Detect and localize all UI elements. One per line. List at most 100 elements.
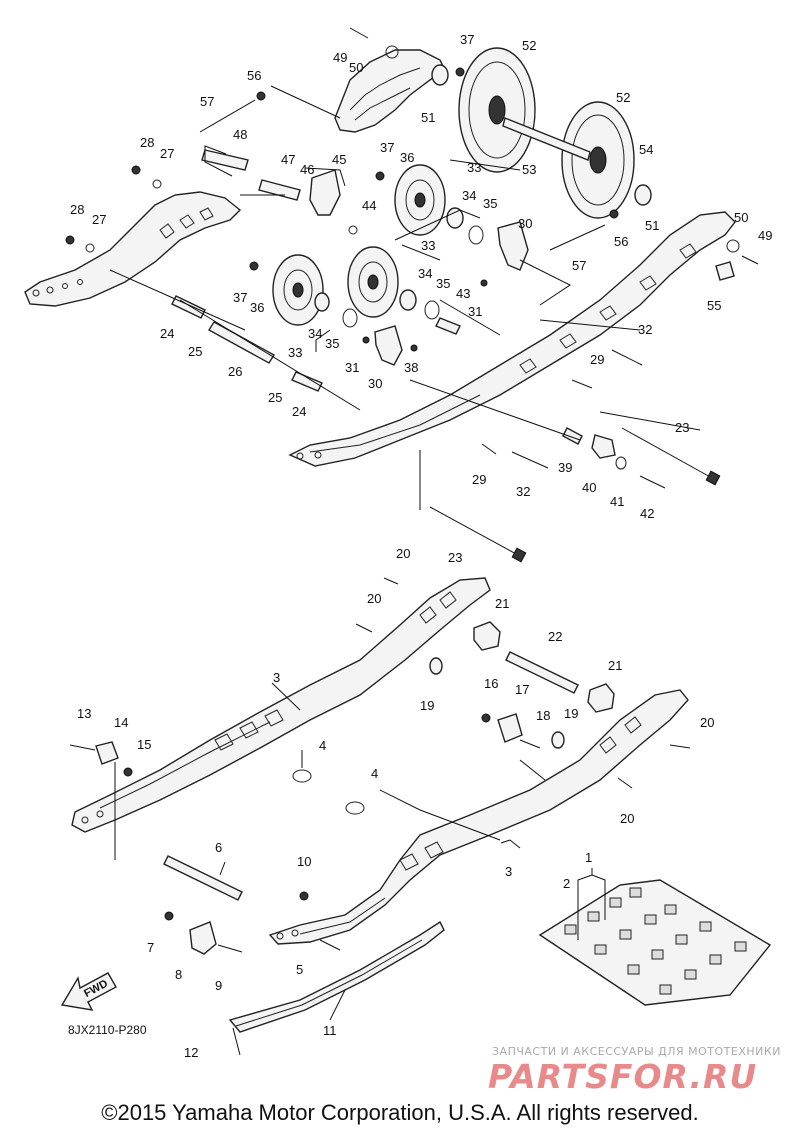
lower-blocks xyxy=(95,621,615,955)
watermark-tagline: ЗАПЧАСТИ И АКСЕССУАРЫ ДЛЯ МОТОТЕХНИКИ xyxy=(492,1045,781,1058)
callout-49: 49 xyxy=(333,50,347,65)
callout-29: 29 xyxy=(590,352,604,367)
lower-nuts xyxy=(123,713,491,921)
callout-56: 56 xyxy=(247,68,261,83)
callout-30: 30 xyxy=(368,376,382,391)
wear-strip xyxy=(228,920,445,1033)
callout-53: 53 xyxy=(522,162,536,177)
lower-shafts-and-bolts xyxy=(69,577,691,1056)
callout-48: 48 xyxy=(233,127,247,142)
callout-43: 43 xyxy=(456,286,470,301)
callout-35: 35 xyxy=(325,336,339,351)
copyright-notice: ©2015 Yamaha Motor Corporation, U.S.A. A… xyxy=(101,1100,699,1125)
idler-axle xyxy=(502,117,591,161)
callout-33: 33 xyxy=(421,238,435,253)
callout-23: 23 xyxy=(675,420,689,435)
callout-35: 35 xyxy=(436,276,450,291)
front-slide-rail-lower xyxy=(268,689,689,945)
callout-33: 33 xyxy=(467,160,481,175)
upper-bolts xyxy=(199,27,759,563)
callout-3: 3 xyxy=(505,864,512,879)
callout-52: 52 xyxy=(616,90,630,105)
callout-21: 21 xyxy=(608,658,622,673)
callout-42: 42 xyxy=(640,506,654,521)
callout-5: 5 xyxy=(296,962,303,977)
idler-wheel-small-top xyxy=(394,164,446,236)
pivot-brackets xyxy=(309,169,529,366)
callout-10: 10 xyxy=(297,854,311,869)
callout-28: 28 xyxy=(70,202,84,217)
callout-21: 21 xyxy=(495,596,509,611)
callout-54: 54 xyxy=(639,142,653,157)
callout-44: 44 xyxy=(362,198,376,213)
callout-24: 24 xyxy=(160,326,174,341)
callout-47: 47 xyxy=(281,152,295,167)
callout-32: 32 xyxy=(638,322,652,337)
callout-24: 24 xyxy=(292,404,306,419)
callout-55: 55 xyxy=(707,298,721,313)
callout-46: 46 xyxy=(300,162,314,177)
callout-34: 34 xyxy=(462,188,476,203)
callout-32: 32 xyxy=(516,484,530,499)
callout-19: 19 xyxy=(420,698,434,713)
callout-3: 3 xyxy=(273,670,280,685)
callout-27: 27 xyxy=(92,212,106,227)
callout-34: 34 xyxy=(308,326,322,341)
callout-37: 37 xyxy=(233,290,247,305)
upper-left-side-rail xyxy=(24,191,242,307)
callout-52: 52 xyxy=(522,38,536,53)
callout-20: 20 xyxy=(620,811,634,826)
callout-50: 50 xyxy=(734,210,748,225)
idler-wheel-small-middle xyxy=(347,246,399,318)
callout-41: 41 xyxy=(610,494,624,509)
callout-36: 36 xyxy=(400,150,414,165)
callout-51: 51 xyxy=(645,218,659,233)
callout-16: 16 xyxy=(484,676,498,691)
callout-40: 40 xyxy=(582,480,596,495)
callout-20: 20 xyxy=(700,715,714,730)
callout-12: 12 xyxy=(184,1045,198,1060)
callout-50: 50 xyxy=(349,60,363,75)
callout-38: 38 xyxy=(404,360,418,375)
callout-20: 20 xyxy=(396,546,410,561)
callout-45: 45 xyxy=(332,152,346,167)
callout-9: 9 xyxy=(215,978,222,993)
callout-29: 29 xyxy=(472,472,486,487)
callout-39: 39 xyxy=(558,460,572,475)
callout-18: 18 xyxy=(536,708,550,723)
callout-56: 56 xyxy=(614,234,628,249)
callout-49: 49 xyxy=(758,228,772,243)
rubber-stoppers xyxy=(591,261,735,459)
track-segment xyxy=(538,879,772,1006)
upper-leader-lines xyxy=(109,85,701,510)
rear-slide-rail-upper xyxy=(71,577,491,833)
callout-37: 37 xyxy=(380,140,394,155)
idler-wheel-small-left xyxy=(272,254,324,326)
watermark: ЗАПЧАСТИ И АКСЕССУАРЫ ДЛЯ МОТОТЕХНИКИ PA… xyxy=(488,1045,781,1096)
callout-28: 28 xyxy=(140,135,154,150)
callout-26: 26 xyxy=(228,364,242,379)
callout-20: 20 xyxy=(367,591,381,606)
callout-57: 57 xyxy=(572,258,586,273)
callout-33: 33 xyxy=(288,345,302,360)
callout-11: 11 xyxy=(323,1023,337,1038)
callout-34: 34 xyxy=(418,266,432,281)
callout-31: 31 xyxy=(468,304,482,319)
callout-36: 36 xyxy=(250,300,264,315)
callout-6: 6 xyxy=(215,840,222,855)
forward-direction-arrow: FWD xyxy=(60,972,117,1011)
callout-23: 23 xyxy=(448,550,462,565)
callout-2: 2 xyxy=(563,876,570,891)
callout-14: 14 xyxy=(114,715,128,730)
callout-30: 30 xyxy=(518,216,532,231)
callout-17: 17 xyxy=(515,682,529,697)
callout-27: 27 xyxy=(160,146,174,161)
idler-wheel-large-rear xyxy=(458,47,536,173)
callout-13: 13 xyxy=(77,706,91,721)
callout-25: 25 xyxy=(268,390,282,405)
lower-leader-lines xyxy=(114,682,606,1021)
callout-35: 35 xyxy=(483,196,497,211)
callout-57: 57 xyxy=(200,94,214,109)
callout-31: 31 xyxy=(345,360,359,375)
callout-4: 4 xyxy=(319,738,326,753)
